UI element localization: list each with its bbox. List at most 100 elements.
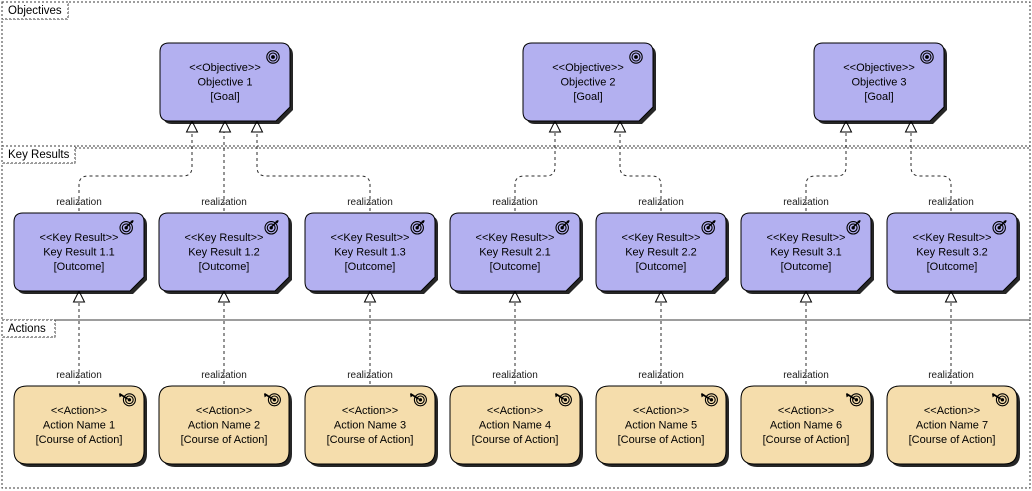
realization-arrowhead [508, 289, 522, 303]
connector-action-5-to-key-result-2-2[interactable]: realization [638, 289, 684, 384]
realization-arrowhead [217, 289, 231, 303]
node-body[interactable] [595, 385, 727, 465]
node-stereotype: <<Key Result>> [185, 232, 264, 244]
node-type: [Outcome] [199, 261, 250, 273]
node-stereotype: <<Key Result>> [767, 232, 846, 244]
node-type: [Course of Action] [909, 434, 996, 446]
node-type: [Goal] [864, 91, 893, 103]
connector-action-4-to-key-result-2-1[interactable]: realization [492, 289, 538, 384]
relationship-label: realization [492, 370, 538, 381]
node-action-5[interactable]: <<Action>>Action Name 5[Course of Action… [595, 385, 729, 467]
node-body[interactable] [740, 385, 872, 465]
realization-arrowhead [218, 119, 232, 133]
node-body[interactable] [522, 42, 654, 122]
node-key-result-1-1[interactable]: <<Key Result>>Key Result 1.1[Outcome] [13, 212, 147, 294]
node-name: Action Name 1 [43, 419, 115, 431]
node-body[interactable] [158, 385, 290, 465]
connector-key-result-1-3-to-objective-1[interactable]: realization [250, 119, 393, 211]
node-name: Key Result 3.1 [770, 246, 842, 258]
node-objective-3[interactable]: <<Objective>>Objective 3[Goal] [813, 42, 947, 124]
node-body[interactable] [813, 42, 945, 122]
connector-line [805, 132, 847, 211]
connector-action-6-to-key-result-3-1[interactable]: realization [783, 289, 829, 384]
node-type: [Goal] [210, 91, 239, 103]
node-action-3[interactable]: <<Action>>Action Name 3[Course of Action… [304, 385, 438, 467]
node-stereotype: <<Objective>> [552, 62, 624, 74]
node-type: [Course of Action] [618, 434, 705, 446]
node-key-result-3-2[interactable]: <<Key Result>>Key Result 3.2[Outcome] [886, 212, 1020, 294]
node-type: [Outcome] [490, 261, 541, 273]
node-name: Action Name 5 [625, 419, 697, 431]
goal-icon [266, 50, 280, 64]
node-key-result-3-1[interactable]: <<Key Result>>Key Result 3.1[Outcome] [740, 212, 874, 294]
node-objective-2[interactable]: <<Objective>>Objective 2[Goal] [522, 42, 656, 124]
connector-key-result-1-2-to-objective-1[interactable]: realization [201, 119, 247, 211]
node-body[interactable] [740, 212, 872, 292]
connector-line [256, 132, 371, 211]
connector-key-result-2-2-to-objective-2[interactable]: realization [613, 119, 684, 211]
node-action-6[interactable]: <<Action>>Action Name 6[Course of Action… [740, 385, 874, 467]
node-key-result-1-3[interactable]: <<Key Result>>Key Result 1.3[Outcome] [304, 212, 438, 294]
node-stereotype: <<Objective>> [189, 62, 261, 74]
relationship-label: realization [783, 197, 829, 208]
realization-arrowhead [548, 119, 562, 133]
realization-arrowhead [839, 119, 853, 133]
group-tab [1, 319, 56, 338]
node-key-result-1-2[interactable]: <<Key Result>>Key Result 1.2[Outcome] [158, 212, 292, 294]
node-name: Key Result 1.1 [43, 246, 115, 258]
relationship-label: realization [492, 197, 538, 208]
goal-icon [629, 50, 643, 64]
node-action-7[interactable]: <<Action>>Action Name 7[Course of Action… [886, 385, 1020, 467]
node-stereotype: <<Objective>> [843, 62, 915, 74]
realization-arrowhead [944, 289, 958, 303]
group-label-objectives: Objectives [8, 5, 62, 17]
node-key-result-2-1[interactable]: <<Key Result>>Key Result 2.1[Outcome] [449, 212, 583, 294]
node-type: [Outcome] [345, 261, 396, 273]
connector-key-result-3-1-to-objective-3[interactable]: realization [783, 119, 853, 211]
node-type: [Course of Action] [181, 434, 268, 446]
node-body[interactable] [159, 42, 291, 122]
connector-action-7-to-key-result-3-2[interactable]: realization [928, 289, 974, 384]
connector-action-1-to-key-result-1-1[interactable]: realization [56, 289, 102, 384]
group-tab [1, 145, 76, 164]
node-action-4[interactable]: <<Action>>Action Name 4[Course of Action… [449, 385, 583, 467]
connector-key-result-3-2-to-objective-3[interactable]: realization [904, 119, 974, 211]
node-name: Objective 2 [560, 76, 615, 88]
connector-key-result-1-1-to-objective-1[interactable]: realization [56, 119, 199, 211]
node-name: Key Result 3.2 [916, 246, 988, 258]
realization-arrowhead [72, 289, 86, 303]
node-body[interactable] [886, 385, 1018, 465]
node-action-1[interactable]: <<Action>>Action Name 1[Course of Action… [13, 385, 147, 467]
group-label-key-results: Key Results [8, 149, 70, 161]
node-body[interactable] [13, 385, 145, 465]
group-objectives: Objectives [1, 1, 1031, 149]
connector-key-result-2-1-to-objective-2[interactable]: realization [492, 119, 562, 211]
node-body[interactable] [304, 385, 436, 465]
node-type: [Outcome] [636, 261, 687, 273]
node-body[interactable] [158, 212, 290, 292]
connector-action-2-to-key-result-1-2[interactable]: realization [201, 289, 247, 384]
node-key-result-2-2[interactable]: <<Key Result>>Key Result 2.2[Outcome] [595, 212, 729, 294]
node-name: Key Result 1.3 [334, 246, 406, 258]
relationship-label: realization [638, 197, 684, 208]
realization-arrowhead [613, 119, 627, 133]
node-body[interactable] [449, 385, 581, 465]
node-stereotype: <<Key Result>> [476, 232, 555, 244]
relationship-label: realization [783, 370, 829, 381]
node-body[interactable] [13, 212, 145, 292]
node-objective-1[interactable]: <<Objective>>Objective 1[Goal] [159, 42, 293, 124]
node-stereotype: <<Action>> [196, 405, 252, 417]
node-stereotype: <<Action>> [487, 405, 543, 417]
node-body[interactable] [886, 212, 1018, 292]
node-body[interactable] [304, 212, 436, 292]
relationship-label: realization [56, 197, 102, 208]
connector-action-3-to-key-result-1-3[interactable]: realization [347, 289, 393, 384]
node-action-2[interactable]: <<Action>>Action Name 2[Course of Action… [158, 385, 292, 467]
node-type: [Course of Action] [36, 434, 123, 446]
node-name: Key Result 2.2 [625, 246, 697, 258]
node-body[interactable] [595, 212, 727, 292]
node-body[interactable] [449, 212, 581, 292]
